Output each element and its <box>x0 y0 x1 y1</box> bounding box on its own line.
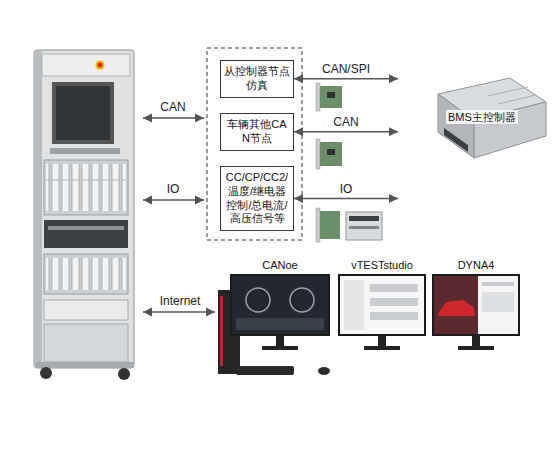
rack-unit <box>44 220 128 248</box>
rack-tray <box>50 148 120 154</box>
edge-label: CAN <box>331 115 360 129</box>
software-monitor: DYNA4 <box>432 258 520 336</box>
node-text: 车辆其他CAN节点 <box>224 118 290 146</box>
screen-block <box>482 282 514 286</box>
canoe-screen <box>232 276 328 334</box>
test-rack <box>34 50 134 380</box>
rack-side <box>34 50 42 368</box>
dyna4-panel <box>478 276 518 334</box>
node-text: DYNA4 <box>432 258 520 272</box>
card-bracket <box>316 208 320 242</box>
simulation-box: 从控制器节点仿真 <box>220 60 294 98</box>
software-monitor: CANoe <box>230 258 330 336</box>
monitor-stand <box>472 336 480 346</box>
simulation-box: 车辆其他CAN节点 <box>220 113 294 151</box>
node-text: BMS主控制器 <box>446 110 518 124</box>
keyboard <box>236 366 294 375</box>
card-chip <box>327 149 335 155</box>
card-bracket <box>316 83 320 111</box>
monitor-bezel <box>432 274 520 336</box>
screen-block <box>482 292 514 312</box>
rack-cards <box>46 258 126 290</box>
bms-left-face <box>438 94 474 158</box>
node-text: 从控制器节点仿真 <box>224 65 290 93</box>
dyna4-scene <box>434 276 478 334</box>
emergency-button-core <box>98 63 103 68</box>
bms-rib <box>488 87 528 96</box>
card-pcb <box>320 86 342 108</box>
mouse <box>318 367 330 375</box>
monitor-stand <box>276 336 284 346</box>
rack-cabinet <box>34 50 134 368</box>
bms-connector <box>444 128 468 152</box>
node-text: vTESTstudio <box>338 258 426 272</box>
rack-base <box>36 362 134 368</box>
rack-wheel <box>40 367 52 379</box>
emergency-button <box>96 61 105 70</box>
screen-block <box>370 312 418 320</box>
io-module <box>346 212 382 240</box>
monitor-base <box>458 346 494 350</box>
vteststudio-screen <box>340 276 424 334</box>
internet-arrow <box>143 311 215 312</box>
signal-connector <box>294 198 398 199</box>
rack-module <box>44 160 128 215</box>
signal-label: Internet <box>158 294 203 308</box>
pc-workstation <box>218 274 520 375</box>
red-car <box>438 300 475 316</box>
rack-monitor-screen <box>56 86 110 140</box>
edge-label: CAN/SPI <box>320 62 372 76</box>
interface-cards <box>316 83 382 242</box>
card-bracket <box>316 139 320 169</box>
gauge <box>246 288 270 312</box>
node-text: CANoe <box>230 258 330 272</box>
monitor-base <box>364 346 400 350</box>
software-monitor: vTESTstudio <box>338 258 426 336</box>
rack-monitor-bezel <box>52 82 114 144</box>
dashed-group-border <box>207 48 302 240</box>
gauge <box>290 288 314 312</box>
monitor-stand <box>378 336 386 346</box>
bms-controller-image <box>438 78 546 158</box>
node-text: CC/CP/CC2/温度/继电器控制/总电流/高压信号等 <box>224 171 290 226</box>
pc-tower-stripe <box>220 296 223 366</box>
screen-block <box>370 298 418 306</box>
rack-panel <box>44 324 128 362</box>
monitor-bezel <box>230 274 330 336</box>
screen-panel <box>236 318 324 330</box>
card-chip <box>327 92 335 98</box>
rack-unit-strip <box>48 226 124 230</box>
signal-connector <box>294 131 398 132</box>
signal-connector <box>294 78 398 79</box>
rack-top-panel <box>42 54 130 76</box>
screen-block <box>370 284 418 292</box>
monitor-base <box>262 346 298 350</box>
rack-wheel <box>118 368 130 380</box>
card-pcb <box>320 142 342 166</box>
rack-unit <box>44 300 128 320</box>
rack-cards <box>46 164 126 211</box>
rack-module <box>44 254 128 294</box>
io-module-band <box>349 226 379 229</box>
signal-label: CAN <box>158 100 187 114</box>
bms-rib <box>498 95 536 104</box>
card-pcb <box>320 211 340 239</box>
controller-node: BMS主控制器 <box>398 66 548 216</box>
simulation-box: CC/CP/CC2/温度/继电器控制/总电流/高压信号等 <box>220 166 294 231</box>
io-arrow <box>143 199 204 200</box>
signal-label: IO <box>165 182 182 196</box>
io-module-band <box>349 216 379 221</box>
screen-panel <box>344 280 364 330</box>
monitor-bezel <box>338 274 426 336</box>
can-arrow <box>143 117 204 118</box>
edge-label: IO <box>338 182 355 196</box>
